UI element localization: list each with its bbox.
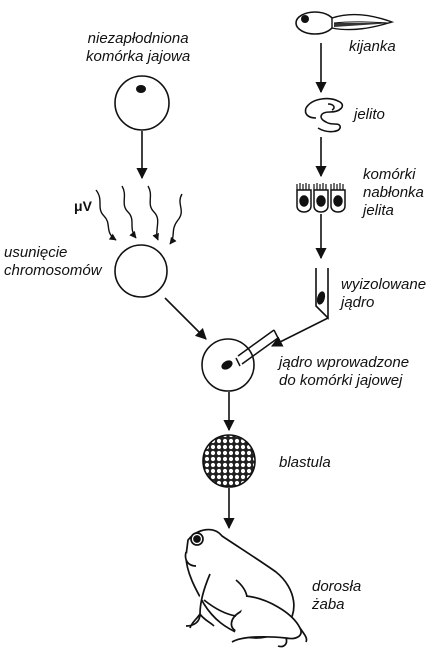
unfertilized-egg [114, 75, 170, 131]
label-adult-frog: dorosła żaba [312, 578, 362, 613]
label-intestine: jelito [354, 106, 385, 123]
enucleated-egg [114, 244, 168, 298]
label-nucleus-introduced: jądro wprowadzone do komórki jajowej [279, 354, 410, 389]
nuclear-transfer-egg [201, 329, 279, 392]
label-unfertilized-egg: niezapłodniona komórka jajowa [86, 30, 191, 65]
adult-frog [184, 528, 308, 648]
arrow-enucleated-to-transfer [164, 297, 207, 340]
arrow-pipette-to-transfer [270, 317, 329, 347]
blastula [202, 434, 256, 488]
intestine [304, 97, 344, 133]
epithelial-cells [296, 183, 346, 213]
label-uv: μV [74, 198, 92, 214]
uv-rays [95, 185, 183, 245]
label-chromosome-removal: usunięcie chromosomów [4, 244, 102, 279]
isolated-nucleus-pipette [315, 268, 329, 320]
label-blastula: blastula [279, 454, 331, 471]
label-isolated-nucleus: wyizolowane jądro [341, 276, 427, 311]
tadpole [295, 11, 395, 35]
label-epithelial-cells: komórki nabłonka jelita [363, 166, 424, 219]
label-tadpole: kijanka [349, 38, 396, 55]
